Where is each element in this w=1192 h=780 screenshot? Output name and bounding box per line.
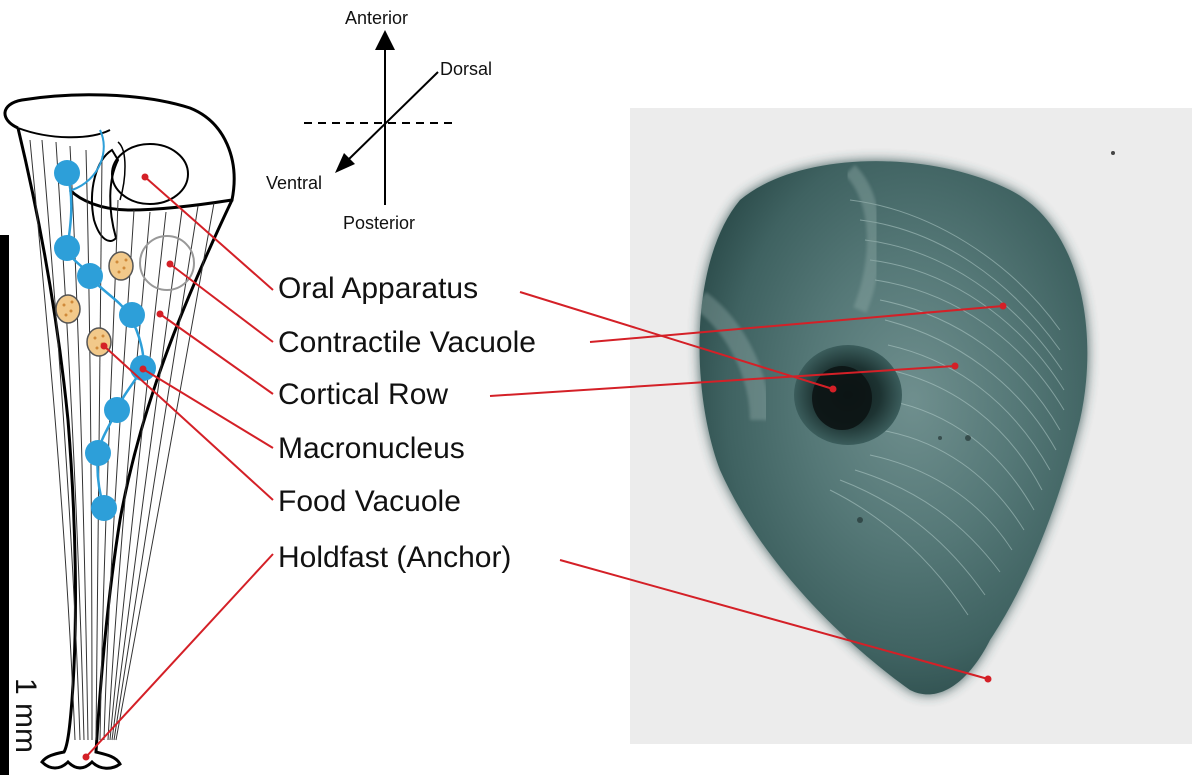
dorsal-label: Dorsal xyxy=(440,59,492,79)
label-contractile-vacuole: Contractile Vacuole xyxy=(278,326,536,359)
scale-bar-label: 1 mm xyxy=(9,678,42,753)
label-macronucleus: Macronucleus xyxy=(278,432,465,465)
orientation-axes: Anterior Dorsal Ventral Posterior xyxy=(266,8,492,233)
stentor-drawing xyxy=(5,95,234,769)
label-cortical-row: Cortical Row xyxy=(278,378,448,411)
scale-bar xyxy=(0,235,9,775)
label-holdfast: Holdfast (Anchor) xyxy=(278,541,511,574)
label-oral-apparatus: Oral Apparatus xyxy=(278,272,478,305)
anterior-arrow-icon xyxy=(375,30,395,50)
ventral-label: Ventral xyxy=(266,173,322,193)
micrograph xyxy=(630,108,1192,744)
anterior-label: Anterior xyxy=(345,8,408,28)
posterior-label: Posterior xyxy=(343,213,415,233)
label-food-vacuole: Food Vacuole xyxy=(278,485,461,518)
